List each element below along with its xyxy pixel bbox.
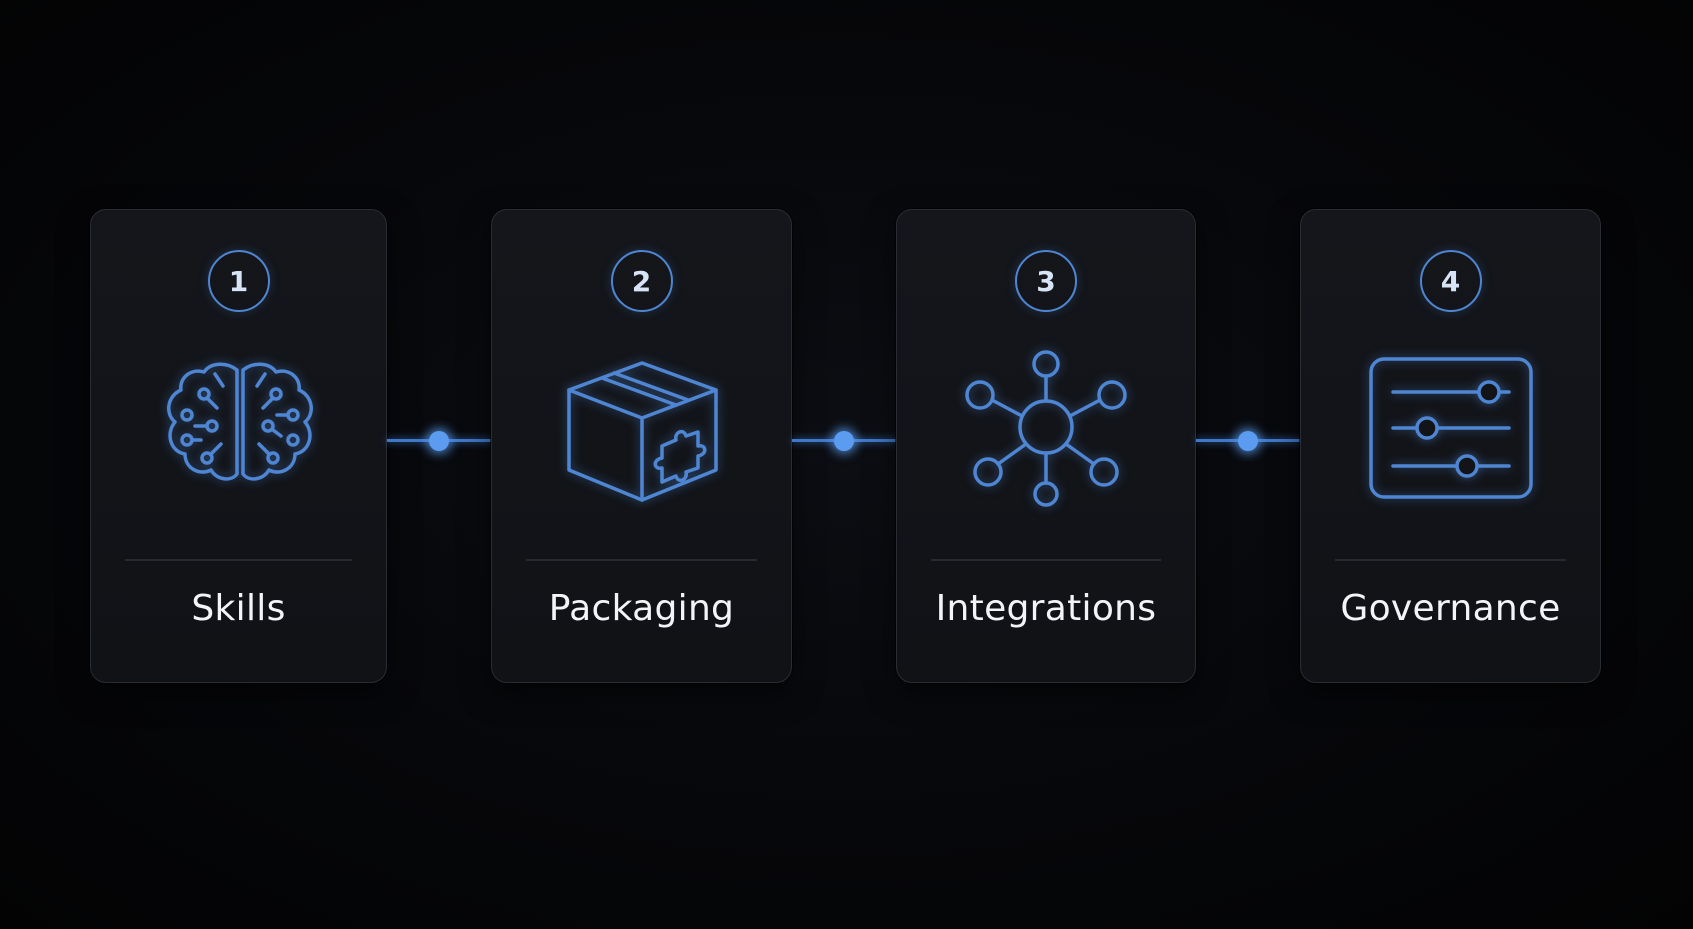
step-number-badge: 4 xyxy=(1419,250,1482,312)
step-label: Integrations xyxy=(935,588,1157,629)
network-hub-icon xyxy=(956,342,1136,512)
package-box-puzzle-icon xyxy=(552,342,732,512)
step-number-badge: 2 xyxy=(610,250,673,312)
step-card-skills: 1 xyxy=(90,209,387,683)
step-label: Governance xyxy=(1340,588,1561,629)
step-number-badge: 1 xyxy=(207,250,270,312)
connector-node-dot xyxy=(429,430,449,451)
step-card-packaging: 2 Packaging xyxy=(491,209,792,683)
connector-line xyxy=(792,430,896,451)
settings-sliders-icon xyxy=(1361,342,1541,512)
connector-node-dot xyxy=(1238,430,1258,451)
brain-circuit-icon xyxy=(149,342,329,512)
card-divider xyxy=(125,559,352,561)
step-label: Skills xyxy=(191,588,286,629)
step-card-governance: 4 Governance xyxy=(1300,209,1601,683)
connector-line xyxy=(1196,430,1300,451)
connector-line xyxy=(387,430,491,451)
step-number-badge: 3 xyxy=(1015,250,1077,312)
step-label: Packaging xyxy=(548,588,735,629)
card-divider xyxy=(1335,559,1566,561)
card-divider xyxy=(931,559,1161,561)
card-divider xyxy=(526,559,757,561)
step-card-integrations: 3 Integrations xyxy=(896,209,1196,683)
connector-node-dot xyxy=(834,430,854,451)
